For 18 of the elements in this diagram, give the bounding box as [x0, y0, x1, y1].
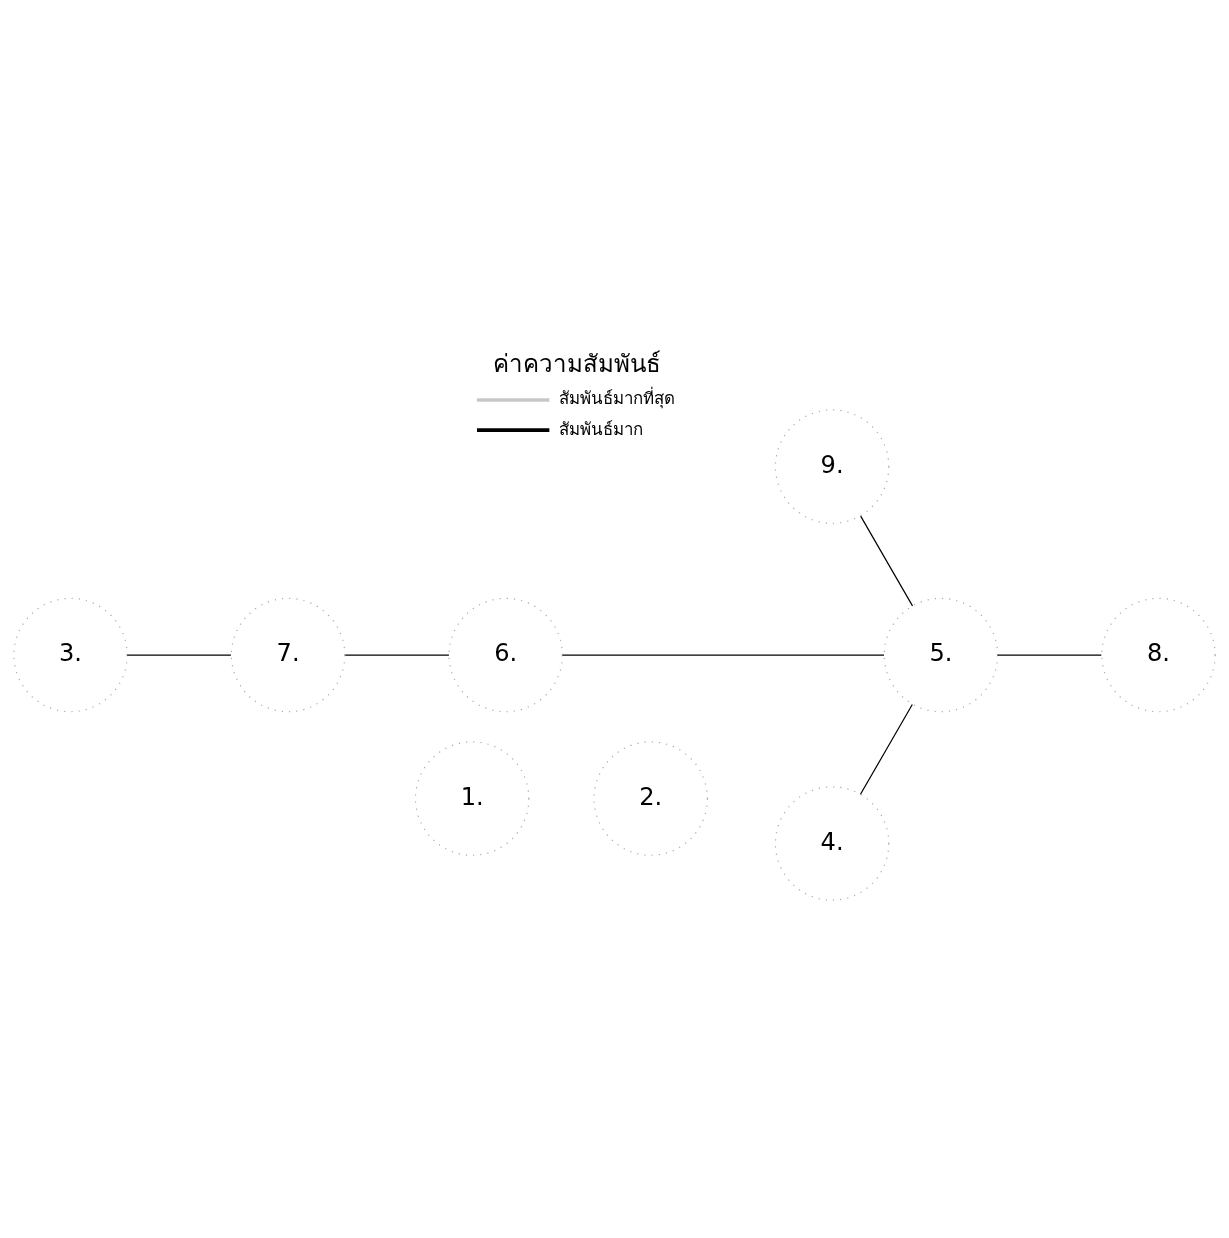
- connector: [859, 703, 913, 795]
- legend-label: สัมพันธ์มาก: [559, 418, 644, 439]
- node-circle: 3.: [13, 597, 128, 713]
- label: ค่าความสัมพันธ์: [493, 349, 662, 378]
- node-circle: 9.: [774, 409, 890, 524]
- node-circle: 8.: [1101, 597, 1216, 713]
- connector: [860, 515, 914, 607]
- connector: [344, 654, 450, 656]
- connector: [997, 654, 1102, 656]
- node-circle: 1.: [414, 741, 530, 856]
- node-circle: 5.: [883, 597, 999, 713]
- connector: [562, 654, 885, 656]
- connector: [126, 654, 232, 656]
- node-circle: 7.: [230, 597, 346, 713]
- node-circle: 2.: [593, 741, 708, 856]
- node-circle: 4.: [774, 786, 890, 901]
- node-circle: 6.: [448, 597, 563, 713]
- legend-label: สัมพันธ์มากที่สุด: [559, 388, 676, 409]
